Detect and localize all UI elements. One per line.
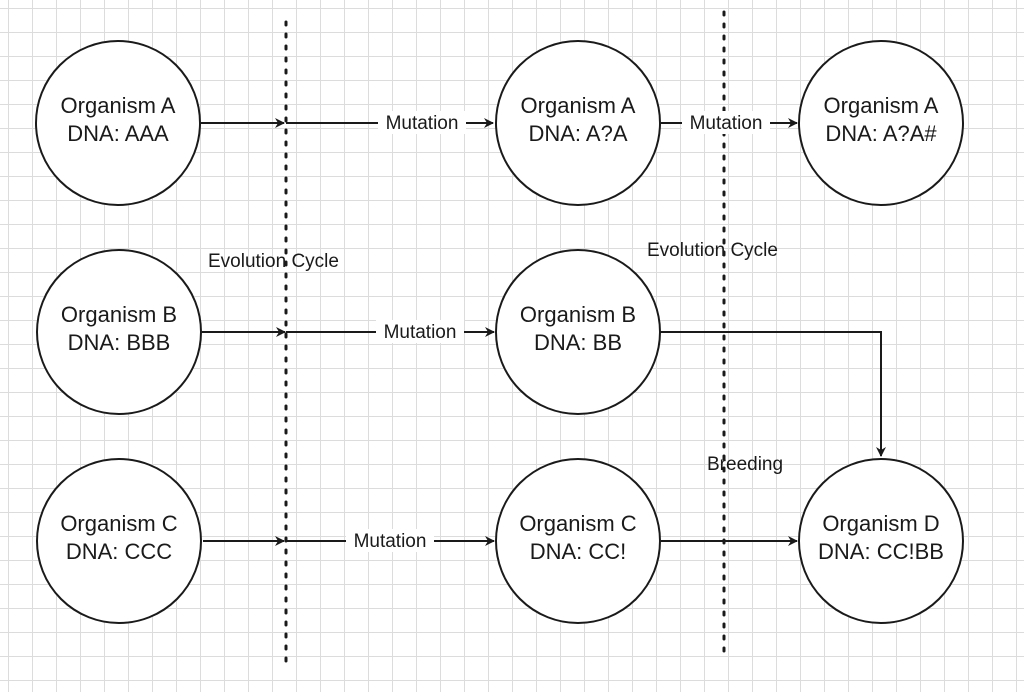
- node-organism-c-2[interactable]: Organism C DNA: CC!: [495, 458, 661, 624]
- node-organism-a-1[interactable]: Organism A DNA: AAA: [35, 40, 201, 206]
- node-organism-c-1[interactable]: Organism C DNA: CCC: [36, 458, 202, 624]
- svg-text:Organism A: Organism A: [61, 93, 176, 118]
- svg-text:DNA: CCC: DNA: CCC: [66, 539, 172, 564]
- node-organism-b-1[interactable]: Organism B DNA: BBB: [36, 249, 202, 415]
- edge-label-a1-a2: Mutation: [378, 111, 466, 134]
- edge-label-b1-b2: Mutation: [376, 320, 464, 343]
- svg-text:Mutation: Mutation: [354, 531, 427, 552]
- svg-text:Organism A: Organism A: [824, 93, 939, 118]
- edge-label-c1-c2: Mutation: [346, 529, 434, 552]
- edge-label-b2-d: Breeding: [707, 454, 783, 475]
- node-organism-d[interactable]: Organism D DNA: CC!BB: [798, 458, 964, 624]
- edge-label-a2-a3: Mutation: [682, 111, 770, 134]
- svg-text:Mutation: Mutation: [690, 113, 763, 134]
- node-organism-b-2[interactable]: Organism B DNA: BB: [495, 249, 661, 415]
- svg-text:Mutation: Mutation: [384, 322, 457, 343]
- svg-text:Organism D: Organism D: [822, 511, 939, 536]
- svg-text:DNA: A?A: DNA: A?A: [528, 121, 627, 146]
- svg-text:DNA: CC!: DNA: CC!: [530, 539, 627, 564]
- edge-b2-to-d[interactable]: [660, 331, 886, 457]
- evolution-cycle-label-left: Evolution Cycle: [208, 251, 339, 272]
- svg-text:DNA: CC!BB: DNA: CC!BB: [818, 539, 944, 564]
- svg-text:DNA: BB: DNA: BB: [534, 330, 622, 355]
- svg-text:Organism C: Organism C: [60, 511, 177, 536]
- svg-text:Organism B: Organism B: [61, 302, 177, 327]
- svg-text:DNA: AAA: DNA: AAA: [67, 121, 169, 146]
- svg-text:Organism C: Organism C: [519, 511, 636, 536]
- svg-text:Organism B: Organism B: [520, 302, 636, 327]
- svg-text:DNA: A?A#: DNA: A?A#: [825, 121, 937, 146]
- node-organism-a-2[interactable]: Organism A DNA: A?A: [495, 40, 661, 206]
- svg-text:DNA: BBB: DNA: BBB: [68, 330, 171, 355]
- node-organism-a-3[interactable]: Organism A DNA: A?A#: [798, 40, 964, 206]
- svg-text:Breeding: Breeding: [707, 454, 783, 475]
- svg-text:Mutation: Mutation: [386, 113, 459, 134]
- evolution-cycle-label-right: Evolution Cycle: [647, 240, 778, 261]
- svg-text:Organism A: Organism A: [521, 93, 636, 118]
